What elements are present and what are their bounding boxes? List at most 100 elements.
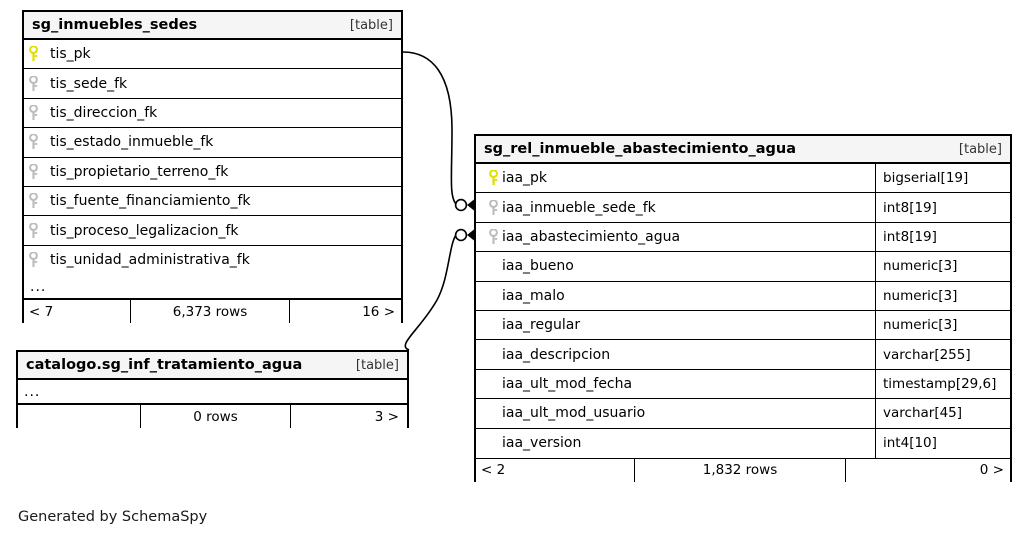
- key-icon-primary: [24, 46, 42, 62]
- footer-next-relations[interactable]: 0 >: [979, 462, 1004, 479]
- column-name: tis_unidad_administrativa_fk: [50, 252, 250, 269]
- column-name-cell: iaa_pk: [476, 164, 875, 192]
- relationship-inmuebles-sedes-to-abastecimiento: [402, 51, 474, 212]
- column-name: tis_pk: [50, 46, 91, 63]
- key-icon-foreign: [484, 228, 502, 245]
- footer-prev-relations[interactable]: < 2: [481, 462, 506, 479]
- footer-row-count: 0 rows: [140, 405, 291, 428]
- column-name: iaa_bueno: [502, 258, 574, 275]
- column-name: tis_sede_fk: [50, 75, 128, 92]
- footer-prev-relations[interactable]: [18, 405, 140, 428]
- cardinality-zero-marker: [454, 198, 468, 212]
- table-title: sg_rel_inmueble_abastecimiento_agua: [484, 141, 797, 157]
- table-card-catalogo-sg-inf-tratamiento-agua[interactable]: catalogo.sg_inf_tratamiento_agua [table]…: [16, 350, 409, 428]
- footer-row-count: 1,832 rows: [634, 458, 846, 482]
- column-type: numeric[3]: [875, 281, 1010, 310]
- column-name-cell: tis_proceso_legalizacion_fk: [42, 216, 401, 244]
- column-name-cell: iaa_inmueble_sede_fk: [476, 193, 875, 221]
- column-name-cell: iaa_malo: [476, 282, 875, 310]
- column-name: iaa_abastecimiento_agua: [502, 228, 681, 245]
- table-row[interactable]: iaa_version int4[10]: [476, 428, 1010, 458]
- table-row[interactable]: iaa_bueno numeric[3]: [476, 252, 1010, 282]
- column-type: int8[19]: [875, 222, 1010, 252]
- column-type: int4[10]: [875, 428, 1010, 458]
- column-name-cell: iaa_abastecimiento_agua: [476, 223, 875, 251]
- table-row[interactable]: iaa_malo numeric[3]: [476, 281, 1010, 311]
- column-name-cell: iaa_descripcion: [476, 340, 875, 368]
- column-type: timestamp[29,6]: [875, 369, 1010, 399]
- footer-prev-relations[interactable]: < 7: [29, 303, 54, 320]
- table-row[interactable]: iaa_descripcion varchar[255]: [476, 340, 1010, 370]
- table-kind-label: [table]: [355, 357, 399, 373]
- column-type: numeric[3]: [875, 252, 1010, 281]
- column-type: bigserial[19]: [875, 164, 1010, 193]
- table-row[interactable]: tis_pk: [24, 40, 401, 70]
- generated-by-credit: Generated by SchemaSpy: [18, 509, 208, 525]
- table-header-sg-inmuebles-sedes: sg_inmuebles_sedes [table]: [24, 12, 401, 40]
- column-name-cell: iaa_regular: [476, 311, 875, 339]
- column-name: iaa_pk: [502, 170, 548, 187]
- table-row[interactable]: iaa_pk bigserial[19]: [476, 164, 1010, 194]
- column-type: varchar[45]: [875, 399, 1010, 428]
- footer-row-count: 6,373 rows: [130, 300, 290, 324]
- column-name-cell: tis_direccion_fk: [42, 99, 401, 127]
- table-title: sg_inmuebles_sedes: [32, 17, 198, 33]
- table-card-sg-rel-inmueble-abastecimiento-agua[interactable]: sg_rel_inmueble_abastecimiento_agua [tab…: [474, 134, 1012, 482]
- column-name-cell: tis_fuente_financiamiento_fk: [42, 187, 401, 215]
- column-name: iaa_ult_mod_fecha: [502, 375, 633, 392]
- column-type: numeric[3]: [875, 310, 1010, 340]
- table-row[interactable]: tis_unidad_administrativa_fk: [24, 245, 401, 276]
- column-name-cell: iaa_ult_mod_fecha: [476, 370, 875, 398]
- table-row[interactable]: tis_propietario_terreno_fk: [24, 157, 401, 187]
- column-name-cell: iaa_bueno: [476, 252, 875, 280]
- table-row[interactable]: iaa_ult_mod_fecha timestamp[29,6]: [476, 369, 1010, 400]
- column-name: iaa_descripcion: [502, 346, 611, 363]
- table-kind-label: [table]: [958, 141, 1002, 157]
- crowsfoot-marker: [467, 199, 474, 211]
- footer-next-relations[interactable]: 16 >: [362, 303, 395, 320]
- column-name: iaa_regular: [502, 317, 581, 334]
- table-row[interactable]: iaa_inmueble_sede_fk int8[19]: [476, 193, 1010, 223]
- table-columns-list: tis_pk tis_sede_fk: [24, 40, 401, 276]
- table-card-sg-inmuebles-sedes[interactable]: sg_inmuebles_sedes [table] tis_pk: [22, 10, 403, 324]
- column-name: tis_propietario_terreno_fk: [50, 163, 229, 180]
- column-type: int8[19]: [875, 193, 1010, 222]
- table-row[interactable]: tis_sede_fk: [24, 69, 401, 99]
- table-kind-label: [table]: [349, 17, 393, 33]
- cardinality-zero-marker: [454, 228, 468, 242]
- table-row[interactable]: tis_fuente_financiamiento_fk: [24, 186, 401, 217]
- key-icon-primary: [484, 170, 502, 186]
- table-row[interactable]: tis_proceso_legalizacion_fk: [24, 216, 401, 246]
- table-row[interactable]: iaa_regular numeric[3]: [476, 310, 1010, 341]
- table-footer: < 2 1,832 rows 0 >: [476, 457, 1010, 482]
- footer-next-relations[interactable]: 3 >: [374, 408, 399, 425]
- table-footer: 0 rows 3 >: [18, 404, 407, 428]
- key-icon-foreign: [24, 134, 42, 150]
- table-row[interactable]: iaa_ult_mod_usuario varchar[45]: [476, 399, 1010, 429]
- key-icon-foreign: [24, 75, 42, 92]
- column-name: tis_fuente_financiamiento_fk: [50, 193, 251, 210]
- more-columns-indicator[interactable]: ...: [24, 275, 401, 300]
- table-header-sg-rel-inmueble-abastecimiento-agua: sg_rel_inmueble_abastecimiento_agua [tab…: [476, 136, 1010, 164]
- table-footer: < 7 6,373 rows 16 >: [24, 299, 401, 324]
- column-type: varchar[255]: [875, 340, 1010, 369]
- key-icon-foreign: [24, 252, 42, 268]
- key-icon-foreign: [24, 163, 42, 180]
- relationship-tratamiento-agua-to-abastecimiento: [404, 228, 474, 351]
- column-name-cell: tis_propietario_terreno_fk: [42, 158, 401, 186]
- key-icon-foreign: [24, 104, 42, 121]
- table-row[interactable]: iaa_abastecimiento_agua int8[19]: [476, 222, 1010, 253]
- table-row[interactable]: tis_estado_inmueble_fk: [24, 128, 401, 158]
- table-row[interactable]: tis_direccion_fk: [24, 98, 401, 129]
- column-name: iaa_malo: [502, 287, 565, 304]
- table-header-catalogo-sg-inf-tratamiento-agua: catalogo.sg_inf_tratamiento_agua [table]: [18, 352, 407, 380]
- column-name: tis_estado_inmueble_fk: [50, 134, 214, 151]
- column-name-cell: iaa_ult_mod_usuario: [476, 399, 875, 427]
- column-name-cell: tis_sede_fk: [42, 69, 401, 97]
- column-name-cell: tis_estado_inmueble_fk: [42, 128, 401, 156]
- table-columns-list: iaa_pk bigserial[19] iaa_inmueble_sede_f…: [476, 164, 1010, 458]
- more-columns-indicator[interactable]: ...: [18, 380, 407, 404]
- column-name: iaa_inmueble_sede_fk: [502, 199, 656, 216]
- column-name-cell: iaa_version: [476, 429, 875, 458]
